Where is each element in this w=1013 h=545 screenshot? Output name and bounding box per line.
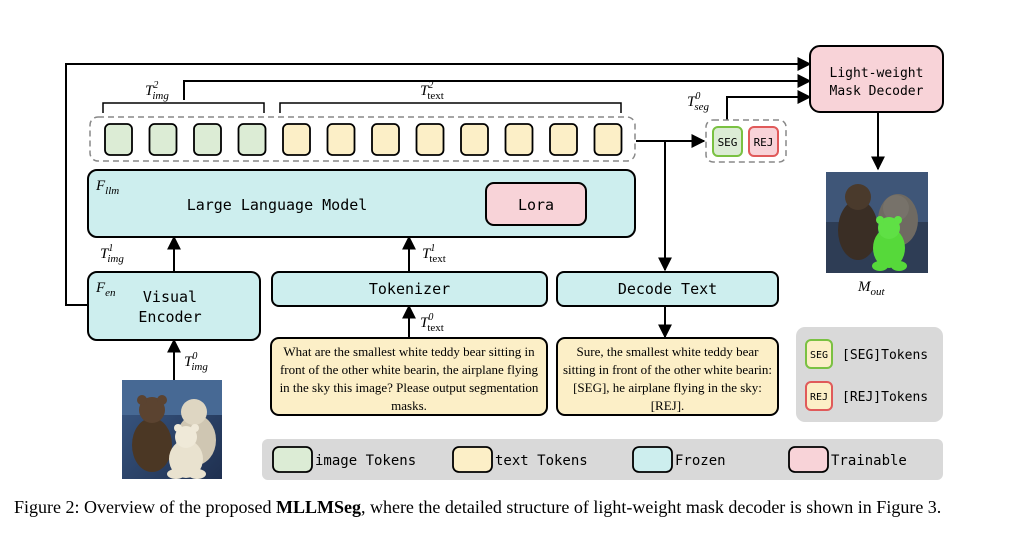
legend-text-swatch	[452, 446, 493, 473]
tokenizer-block	[271, 271, 548, 307]
decode-text-block	[556, 271, 779, 307]
text-token	[415, 123, 445, 156]
token-legend-seg-swatch-text: SEG	[810, 350, 828, 361]
label-f-llm: Fllm	[95, 178, 119, 197]
legend-frozen-swatch	[632, 446, 673, 473]
input-prompt-text: What are the smallest white teddy bear s…	[279, 344, 539, 413]
token-legend-rej-swatch	[805, 381, 833, 411]
text-token	[460, 123, 489, 156]
mask-decoder-label-1: Light-weight	[830, 66, 924, 81]
token-legend-rej-swatch-text: REJ	[810, 392, 828, 403]
rej-token	[748, 126, 779, 157]
legend-bar	[262, 439, 943, 480]
visual-encoder-label-2: Encoder	[138, 308, 201, 326]
special-token-frame	[705, 119, 787, 163]
token-row-frame	[89, 116, 636, 162]
token-row	[104, 123, 623, 156]
figure-caption: Figure 2: Overview of the proposed MLLMS…	[14, 497, 1004, 518]
seg-token	[712, 126, 743, 157]
legend-trainable-swatch	[788, 446, 829, 473]
legend-frozen-label: Frozen	[675, 453, 726, 469]
legend-image-swatch	[272, 446, 313, 473]
input-prompt-box	[270, 337, 548, 416]
token-legend-rej-label: [REJ]Tokens	[842, 390, 928, 405]
text-token	[549, 123, 578, 156]
label-f-en: Fen	[95, 280, 116, 299]
lora-label: Lora	[518, 196, 554, 214]
token-legend-seg-label: [SEG]Tokens	[842, 348, 928, 363]
mask-output-image	[826, 172, 928, 273]
text-token	[593, 123, 623, 156]
mask-decoder-block	[809, 45, 944, 113]
tokenizer-label: Tokenizer	[369, 280, 450, 298]
label-m-out: Mout	[857, 279, 886, 298]
image-token	[104, 123, 133, 156]
legend-trainable-label: Trainable	[831, 453, 907, 469]
legend-image-label: image Tokens	[315, 453, 416, 469]
text-token	[504, 123, 534, 156]
visual-encoder-block	[87, 271, 261, 341]
caption-model-name: MLLMSeg	[275, 497, 361, 517]
connectors	[65, 57, 885, 380]
caption-prefix: Figure 2: Overview of the proposed	[14, 497, 276, 517]
image-token	[148, 123, 178, 156]
output-text-box	[556, 337, 779, 416]
token-brackets	[102, 102, 622, 113]
output-text: Sure, the smallest white teddy bear sitt…	[562, 344, 773, 413]
text-token	[326, 123, 356, 156]
decode-text-label: Decode Text	[618, 280, 717, 298]
mask-decoder-label-2: Mask Decoder	[830, 84, 924, 99]
caption-suffix: , where the detailed structure of light-…	[360, 497, 942, 517]
text-token	[282, 123, 311, 156]
visual-encoder-label-1: Visual	[143, 288, 197, 306]
text-token	[371, 123, 400, 156]
llm-label: Large Language Model	[187, 196, 368, 214]
image-token	[193, 123, 222, 156]
input-image	[122, 380, 222, 479]
lora-block	[485, 182, 587, 226]
legend-text-label: text Tokens	[495, 453, 588, 469]
image-token	[237, 123, 267, 156]
seg-token-label: SEG	[718, 136, 738, 149]
token-legend-seg-swatch	[805, 339, 833, 369]
rej-token-label: REJ	[754, 136, 774, 149]
